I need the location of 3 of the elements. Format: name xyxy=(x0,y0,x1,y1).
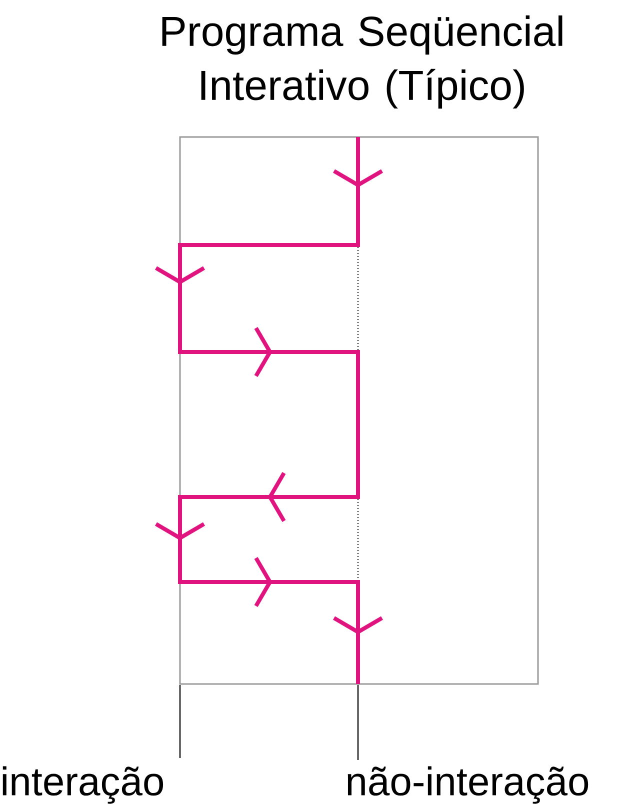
axis-label: interação xyxy=(2,766,164,804)
axis-label: não-interação xyxy=(348,766,588,804)
title: Programa Seqüencial Interativo (Típico) xyxy=(162,15,562,109)
